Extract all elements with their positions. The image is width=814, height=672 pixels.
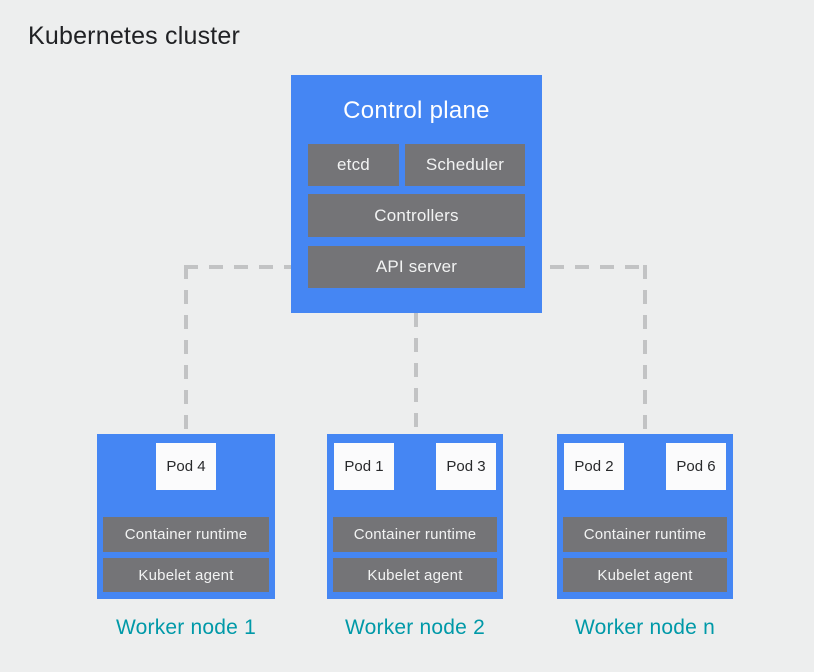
worker-node-2-label: Worker node 2 xyxy=(345,616,485,639)
worker-node-n-label: Worker node n xyxy=(575,616,715,639)
pod-box: Pod 2 xyxy=(564,443,624,490)
worker-node-n-box: Pod 2 Pod 6 Container runtime Kubelet ag… xyxy=(557,434,733,599)
connector-apiserver-noden-horizontal xyxy=(525,265,647,269)
pod-box: Pod 3 xyxy=(436,443,496,490)
container-runtime-box: Container runtime xyxy=(563,517,727,552)
connector-apiserver-node1-vertical xyxy=(184,265,188,434)
worker-node-1-label: Worker node 1 xyxy=(116,616,256,639)
control-plane-title: Control plane xyxy=(343,97,490,124)
control-plane-box: Control plane etcd Scheduler Controllers… xyxy=(291,75,542,313)
kubelet-agent-box: Kubelet agent xyxy=(333,558,497,592)
kubelet-agent-box: Kubelet agent xyxy=(103,558,269,592)
controllers-box: Controllers xyxy=(308,194,525,237)
container-runtime-box: Container runtime xyxy=(333,517,497,552)
connector-apiserver-node1-horizontal xyxy=(184,265,308,269)
connector-apiserver-noden-vertical xyxy=(643,265,647,434)
worker-node-2-box: Pod 1 Pod 3 Container runtime Kubelet ag… xyxy=(327,434,503,599)
etcd-box: etcd xyxy=(308,144,399,186)
kubelet-agent-box: Kubelet agent xyxy=(563,558,727,592)
pod-box: Pod 4 xyxy=(156,443,216,490)
worker-node-1-box: Pod 4 Container runtime Kubelet agent xyxy=(97,434,275,599)
pod-box: Pod 1 xyxy=(334,443,394,490)
api-server-box: API server xyxy=(308,246,525,288)
pod-box: Pod 6 xyxy=(666,443,726,490)
container-runtime-box: Container runtime xyxy=(103,517,269,552)
diagram-title: Kubernetes cluster xyxy=(28,22,241,50)
connector-controlplane-node2-vertical xyxy=(414,313,418,434)
scheduler-box: Scheduler xyxy=(405,144,525,186)
